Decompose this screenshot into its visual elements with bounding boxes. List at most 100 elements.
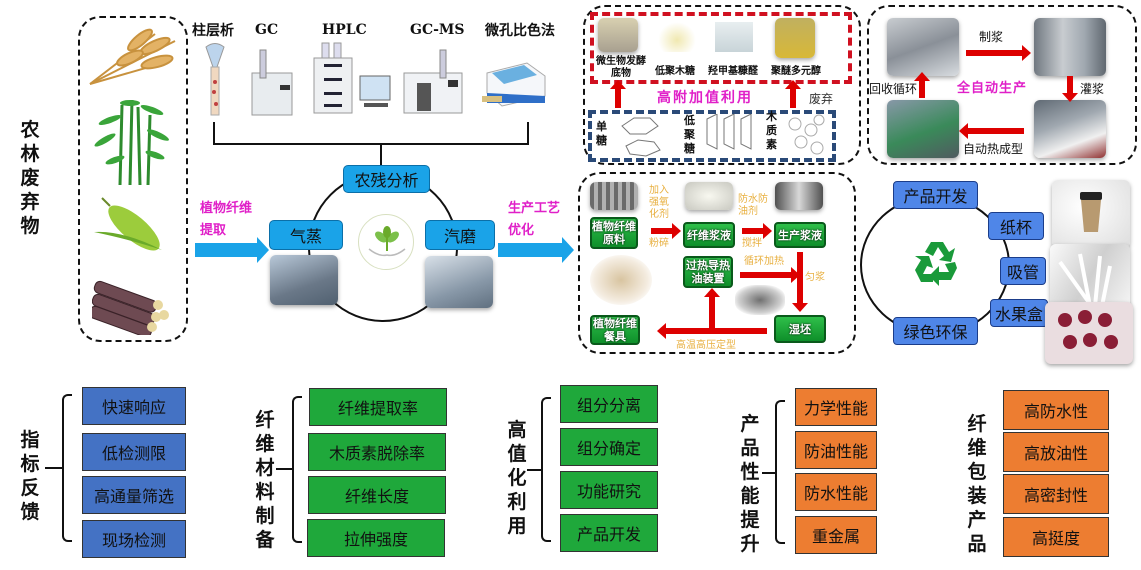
process-box-production-pulp: 生产浆液 [774, 222, 826, 248]
steam-milling-node: 汽磨 [425, 220, 495, 250]
process-optimization-arrow [498, 237, 574, 263]
add-oxidizer-label: 加入强氧化剂 [649, 185, 669, 220]
packaging-item: 高密封性 [1003, 474, 1109, 514]
step-recycle-label: 回收循环 [869, 82, 918, 96]
fruit-icon [1058, 310, 1118, 349]
process-box-heating-oil-device: 过热导热油装置 [683, 256, 733, 288]
fruit-box-photo [1045, 302, 1133, 364]
indicator-item: 低检测限 [82, 433, 186, 471]
grouting-arrow [1062, 76, 1078, 102]
brace-stem-performance [762, 472, 776, 474]
sugars-box [588, 110, 836, 162]
product-label-hmf: 羟甲基糠醛 [708, 66, 758, 77]
heating-feedback-arrow [704, 288, 720, 330]
circulate-heat-label: 循环加热 [744, 256, 784, 267]
machine-photo [735, 285, 785, 315]
auto-production-box [867, 5, 1137, 165]
brace-stem-high-value [527, 469, 542, 471]
product-label-fermentation: 微生物发酵底物 [596, 56, 646, 79]
molding-machine-photo [887, 100, 959, 158]
steam-mill-photo [425, 256, 493, 308]
circulate-heat-arrow [740, 267, 800, 283]
brace-stem-indicator-feedback [45, 467, 63, 469]
pulping-tank-photo [1034, 18, 1106, 76]
packaging-item: 高防水性 [1003, 390, 1109, 430]
press-label: 高温高压定型 [676, 340, 736, 351]
category-title-fiber-preparation: 纤维材料制备 [255, 409, 275, 551]
instrument-label-gcms: GC-MS [410, 22, 465, 38]
fiber-prep-item: 纤维长度 [308, 476, 446, 514]
fiber-pulp-photo [685, 182, 733, 210]
indicator-item: 现场检测 [82, 520, 186, 558]
lignin-structure-icon [788, 114, 825, 155]
fiber-prep-item: 拉伸强度 [307, 519, 445, 557]
brace-indicator-feedback [62, 394, 72, 542]
process-box-raw-fiber: 植物纤维原料 [590, 217, 638, 249]
discard-label: 废弃 [809, 92, 834, 106]
recycle-workshop-photo [887, 18, 959, 76]
pulping-arrow [966, 45, 1031, 61]
instrument-bracket-right [527, 122, 529, 144]
raw-fiber-photo [590, 182, 638, 210]
green-environment-node: 绿色环保 [893, 317, 978, 345]
process-box-tableware: 植物纤维餐具 [590, 315, 640, 345]
category-title-indicator-feedback: 指标反馈 [20, 429, 40, 523]
performance-item: 重金属 [795, 516, 877, 554]
crush-label: 粉碎 [649, 238, 669, 249]
stir-arrow [742, 223, 772, 239]
performance-item: 防油性能 [795, 431, 877, 469]
instrument-label-hplc: HPLC [322, 22, 367, 38]
high-value-item: 组分分离 [560, 385, 658, 423]
process-box-fiber-pulp: 纤维浆液 [683, 222, 735, 248]
waterproof-agent-label: 防水防油剂 [738, 194, 768, 217]
packaging-item: 高放油性 [1003, 432, 1109, 472]
instrument-bracket [213, 122, 215, 144]
source-title: 农林废弃物 [20, 119, 40, 237]
straw-photo [1050, 244, 1130, 310]
microplate-reader-icon [482, 62, 546, 107]
instrument-bracket-bar [213, 143, 529, 145]
even-slurry-arrow [792, 252, 808, 312]
wheat-icon [89, 28, 176, 85]
instrument-label-column: 柱层析 [192, 23, 234, 39]
fiber-extraction-arrow [195, 237, 269, 263]
product-label-xos: 低聚木糖 [655, 66, 695, 77]
xylooligosaccharide-photo [658, 22, 696, 52]
steam-plant-photo [270, 255, 338, 305]
polyether-polyol-photo [775, 18, 815, 58]
instrument-label-gc: GC [255, 22, 279, 38]
fruit-box-node: 水果盒 [990, 299, 1048, 327]
thermoforming-arrow [959, 123, 1024, 139]
column-chromatography-icon [205, 43, 225, 116]
step-thermoforming-label: 自动热成型 [963, 142, 1024, 156]
product-label-polyol: 聚醚多元醇 [771, 66, 821, 77]
category-title-performance: 产品性能提升 [740, 413, 760, 555]
lignin-label: 木质素 [766, 110, 777, 151]
recycle-arrow [914, 72, 930, 98]
up-arrow-left [610, 80, 626, 108]
press-arrow [657, 323, 767, 339]
gcms-instrument-icon [403, 49, 463, 114]
steam-node: 气蒸 [269, 220, 343, 250]
packaging-item: 高挺度 [1003, 517, 1109, 557]
indicator-item: 高通量筛选 [82, 476, 186, 514]
high-value-title: 高附加值利用 [657, 90, 753, 106]
gc-instrument-icon [251, 49, 293, 116]
seedling-icon [368, 226, 406, 257]
stir-label: 搅拌 [742, 238, 762, 249]
brace-high-value [541, 397, 551, 542]
pesticide-analysis-node: 农残分析 [343, 165, 430, 193]
paper-cup-node: 纸杯 [988, 212, 1044, 240]
process-flow-box [578, 172, 856, 354]
high-value-products-box [590, 12, 852, 84]
monosaccharide-label: 单糖 [596, 120, 607, 147]
crush-arrow [651, 223, 681, 239]
coffee-cup-icon [1080, 192, 1102, 232]
product-development-node: 产品开发 [893, 181, 978, 209]
performance-item: 力学性能 [795, 388, 877, 426]
brace-performance [775, 400, 785, 544]
fiber-prep-item: 木质素脱除率 [308, 433, 446, 471]
brace-stem-fiber-preparation [276, 468, 293, 470]
up-arrow-right [785, 80, 801, 108]
process-box-wet-blank: 湿坯 [774, 315, 826, 343]
